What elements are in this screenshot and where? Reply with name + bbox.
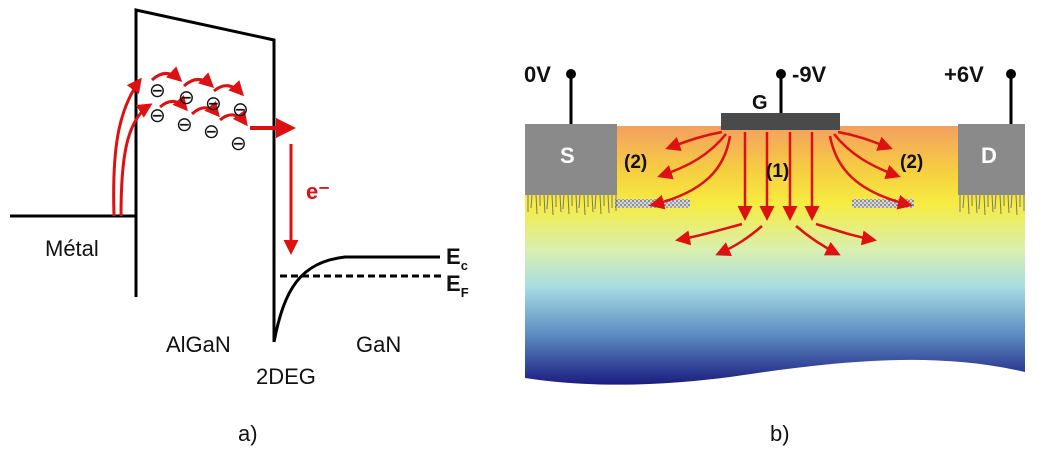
electron-label: e⁻ — [306, 179, 330, 204]
drain-contact-spikes — [959, 194, 1025, 216]
gate-contact — [721, 113, 840, 130]
fermi-level-label: EF — [446, 271, 469, 300]
hopping-arrow — [190, 101, 220, 118]
substrate — [525, 126, 1025, 385]
left-lateral-leakage-arrows — [649, 130, 732, 210]
hopping-arrow — [150, 66, 183, 83]
electron-symbol: ⊖ — [176, 114, 193, 136]
electron-symbol: ⊖ — [149, 105, 166, 127]
electron-symbol: ⊖ — [232, 99, 249, 121]
path-2-left-label: (2) — [624, 152, 647, 173]
gan-conduction-band — [272, 255, 440, 343]
source-label: S — [560, 143, 575, 168]
drain-contact — [958, 124, 1025, 195]
algan-label: AlGaN — [166, 332, 231, 357]
algan-barrier — [134, 8, 276, 342]
2deg-strip-right — [852, 199, 914, 208]
path-2-right-label: (2) — [900, 152, 923, 173]
twodeg-label: 2DEG — [256, 364, 316, 389]
hopping-arrow — [213, 80, 245, 97]
gate-voltage-label: -9V — [792, 62, 827, 87]
injection-arrow — [112, 77, 142, 217]
panel-a-caption: a) — [238, 421, 258, 446]
right-lateral-leakage-arrows — [828, 130, 913, 210]
source-contact — [525, 124, 617, 195]
electron-symbol: ⊖ — [205, 93, 222, 115]
gan-label: GaN — [356, 332, 401, 357]
electron-symbol: ⊖ — [230, 133, 247, 155]
drain-label: D — [981, 143, 997, 168]
electron-symbol: ⊖ — [149, 80, 166, 102]
path-1-label: (1) — [766, 161, 789, 182]
deep-spreading-arrows — [675, 222, 877, 256]
source-terminal — [566, 69, 576, 79]
drain-voltage-label: +6V — [944, 62, 984, 87]
injection-arrow — [119, 103, 153, 217]
gate-terminal — [776, 69, 786, 79]
conduction-band-label: Ec — [446, 244, 468, 273]
gate-label: G — [752, 92, 768, 114]
vertical-leakage-arrows — [737, 132, 820, 221]
hopping-arrow — [219, 109, 248, 127]
2deg-strip-left — [615, 199, 690, 208]
electron-symbol: ⊖ — [203, 121, 220, 143]
drain-terminal — [1006, 69, 1016, 79]
hopping-arrow — [182, 72, 215, 89]
source-contact-spikes — [527, 194, 617, 216]
hopping-arrow — [159, 95, 188, 112]
electron-symbol: ⊖ — [178, 87, 195, 109]
panel-b-caption: b) — [770, 421, 790, 446]
source-voltage-label: 0V — [524, 62, 551, 87]
electron-symbols: ⊖ ⊖ ⊖ ⊖ ⊖ ⊖ ⊖ ⊖ — [149, 80, 249, 155]
band-diagram-panel: ⊖ ⊖ ⊖ ⊖ ⊖ ⊖ ⊖ ⊖ e⁻ Métal AlGaN GaN 2DEG … — [10, 8, 469, 446]
metal-label: Métal — [45, 236, 99, 261]
transistor-cross-section-panel: 0V -9V +6V S D G — [524, 62, 1025, 446]
